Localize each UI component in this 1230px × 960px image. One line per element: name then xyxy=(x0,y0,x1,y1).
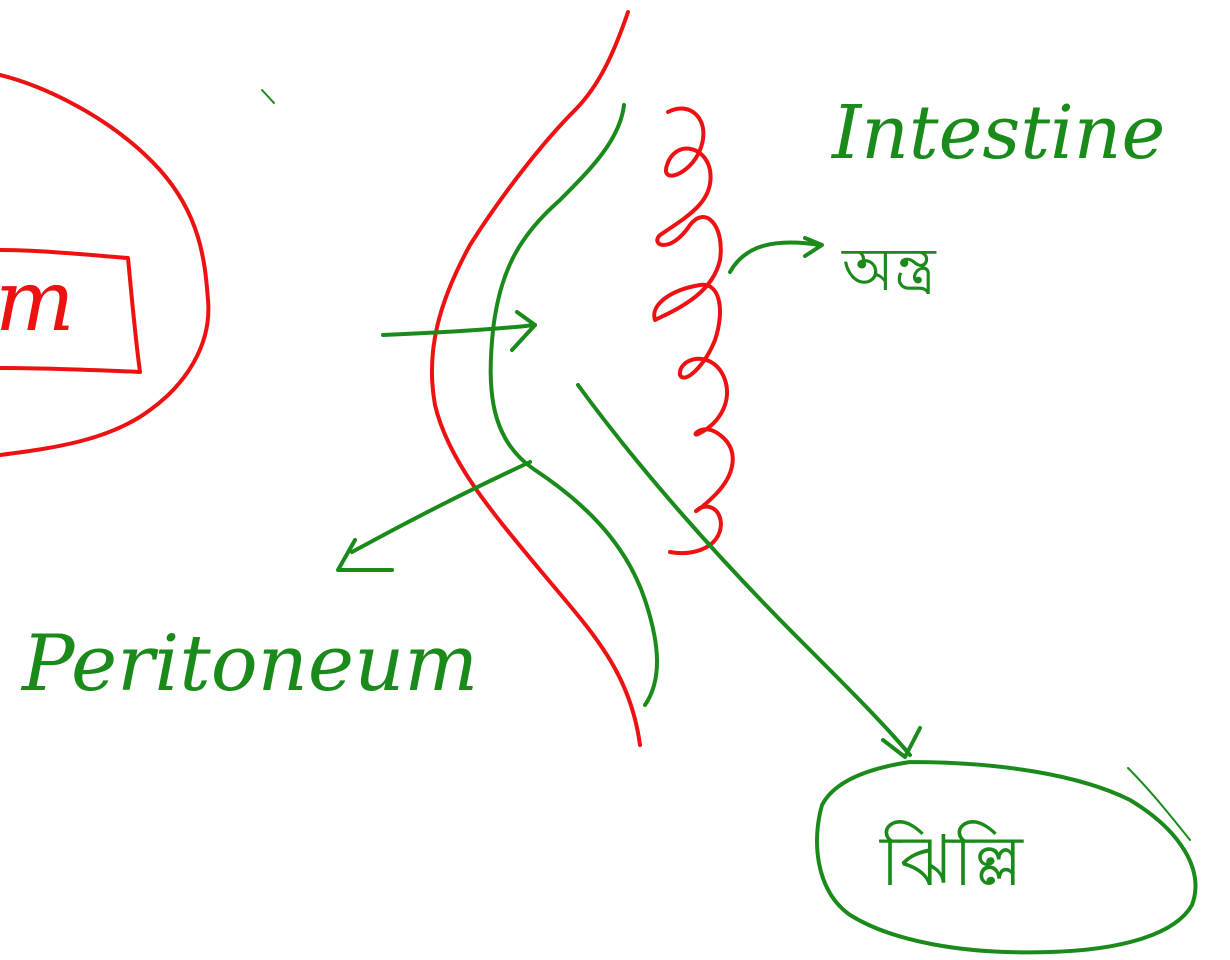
bengali-intestine-label: অন্ত্র xyxy=(841,235,937,305)
bengali-membrane-label: ঝিল্লি xyxy=(879,820,1024,902)
left-red-box xyxy=(0,248,142,374)
stray-mark xyxy=(261,89,275,104)
bottom-green-circle xyxy=(815,760,1198,955)
peritoneum-arrow xyxy=(336,460,532,572)
left-circle-group: m xyxy=(0,73,211,457)
outer-wall-red-curve xyxy=(429,10,642,747)
intestine-label: Intestine xyxy=(830,90,1165,176)
left-red-circle xyxy=(0,73,211,457)
peritoneum-green-curve xyxy=(488,103,659,707)
cavity-arrow xyxy=(381,310,537,352)
peritoneum-label: Peritoneum xyxy=(20,619,478,709)
left-fragment-text: m xyxy=(0,252,75,350)
intestine-coil xyxy=(652,106,735,556)
intestine-arrow xyxy=(728,236,824,274)
membrane-arrow xyxy=(576,383,922,759)
circle-tick xyxy=(1127,767,1191,841)
